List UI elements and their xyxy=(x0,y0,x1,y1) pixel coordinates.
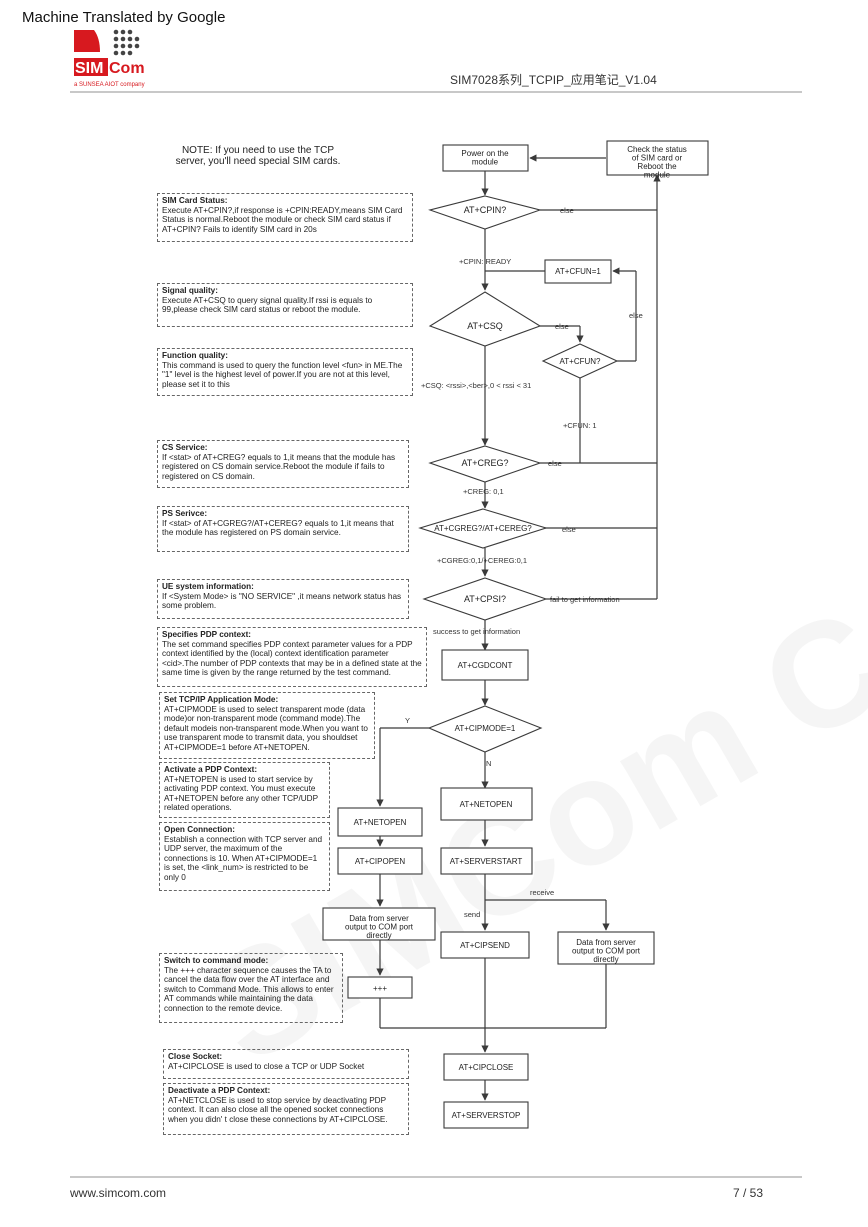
edge-yes: Y xyxy=(405,716,410,725)
edge-cpin-ready: +CPIN: READY xyxy=(459,257,511,266)
node-cpin: AT+CPIN? xyxy=(464,205,507,215)
machine-translated-label: Machine Translated by Google xyxy=(22,9,226,26)
node-cipopen: AT+CIPOPEN xyxy=(355,857,406,866)
edge-receive: receive xyxy=(530,888,554,897)
note-ue-system-info: UE system information:If <System Mode> i… xyxy=(157,579,409,619)
logo-tagline: a SUNSEA AIOT company xyxy=(74,82,145,88)
page-number: 7 / 53 xyxy=(733,1186,764,1200)
edge-success-info: success to get information xyxy=(433,627,520,636)
top-note: NOTE: If you need to use the TCP server,… xyxy=(175,145,341,167)
node-cipclose: AT+CIPCLOSE xyxy=(459,1063,514,1072)
node-cgdcont: AT+CGDCONT xyxy=(458,661,513,670)
edge-creg-resp: +CREG: 0,1 xyxy=(463,487,504,496)
note-close-socket: Close Socket:AT+CIPCLOSE is used to clos… xyxy=(163,1049,409,1079)
node-creg: AT+CREG? xyxy=(461,458,508,468)
node-cipmode: AT+CIPMODE=1 xyxy=(455,724,516,733)
node-netopen-y: AT+NETOPEN xyxy=(354,818,407,827)
note-pdp-context: Specifies PDP context:The set command sp… xyxy=(157,627,427,687)
note-activate-pdp: Activate a PDP Context:AT+NETOPEN is use… xyxy=(159,762,330,818)
edge-no: N xyxy=(486,759,491,768)
node-csq: AT+CSQ xyxy=(467,321,503,331)
edge-send: send xyxy=(464,910,480,919)
svg-text:Com: Com xyxy=(109,60,145,77)
document-title: SIM7028系列_TCPIP_应用笔记_V1.04 xyxy=(450,73,657,87)
header-divider xyxy=(70,91,802,93)
note-function-quality: Function quality:This command is used to… xyxy=(157,348,413,396)
node-cfun1: AT+CFUN=1 xyxy=(555,267,601,276)
svg-text:SIM: SIM xyxy=(75,60,103,77)
footer-divider xyxy=(70,1176,802,1178)
note-deactivate-pdp: Deactivate a PDP Context:AT+NETCLOSE is … xyxy=(163,1083,409,1135)
node-serverstop: AT+SERVERSTOP xyxy=(452,1111,521,1120)
node-serverstart: AT+SERVERSTART xyxy=(450,857,523,866)
footer-url[interactable]: www.simcom.com xyxy=(70,1186,167,1200)
simcom-logo: SIM Com a SUNSEA AIOT company xyxy=(74,29,145,88)
edge-cgreg-resp: +CGREG:0,1/+CEREG:0,1 xyxy=(437,556,527,565)
node-netopen-n: AT+NETOPEN xyxy=(460,800,513,809)
node-cgreg: AT+CGREG?/AT+CEREG? xyxy=(434,524,532,533)
note-cs-service: CS Service:If <stat> of AT+CREG? equals … xyxy=(157,440,409,488)
edge-fail-info: fail to get information xyxy=(550,595,620,604)
edge-else-3: else xyxy=(555,322,569,331)
edge-else-2: else xyxy=(629,311,643,320)
edge-else-5: else xyxy=(562,525,576,534)
edge-else-1: else xyxy=(560,206,574,215)
node-cipsend: AT+CIPSEND xyxy=(460,941,510,950)
note-sim-card-status: SIM Card Status:Execute AT+CPIN?,if resp… xyxy=(157,193,413,242)
note-open-connection: Open Connection:Establish a connection w… xyxy=(159,822,330,891)
note-tcpip-mode: Set TCP/IP Application Mode:AT+CIPMODE i… xyxy=(159,692,375,759)
note-ps-service: PS Serivce:If <stat> of AT+CGREG?/AT+CER… xyxy=(157,506,409,552)
node-cpsi: AT+CPSI? xyxy=(464,594,506,604)
edge-csq-resp: +CSQ: <rssi>,<ber>,0 < rssi < 31 xyxy=(421,381,531,390)
node-cfun-query: AT+CFUN? xyxy=(560,357,602,366)
note-signal-quality: Signal quality:Execute AT+CSQ to query s… xyxy=(157,283,413,327)
edge-cfun-resp: +CFUN: 1 xyxy=(563,421,597,430)
edge-else-4: else xyxy=(548,459,562,468)
node-plus: +++ xyxy=(373,984,387,993)
note-switch-command-mode: Switch to command mode:The +++ character… xyxy=(159,953,343,1023)
